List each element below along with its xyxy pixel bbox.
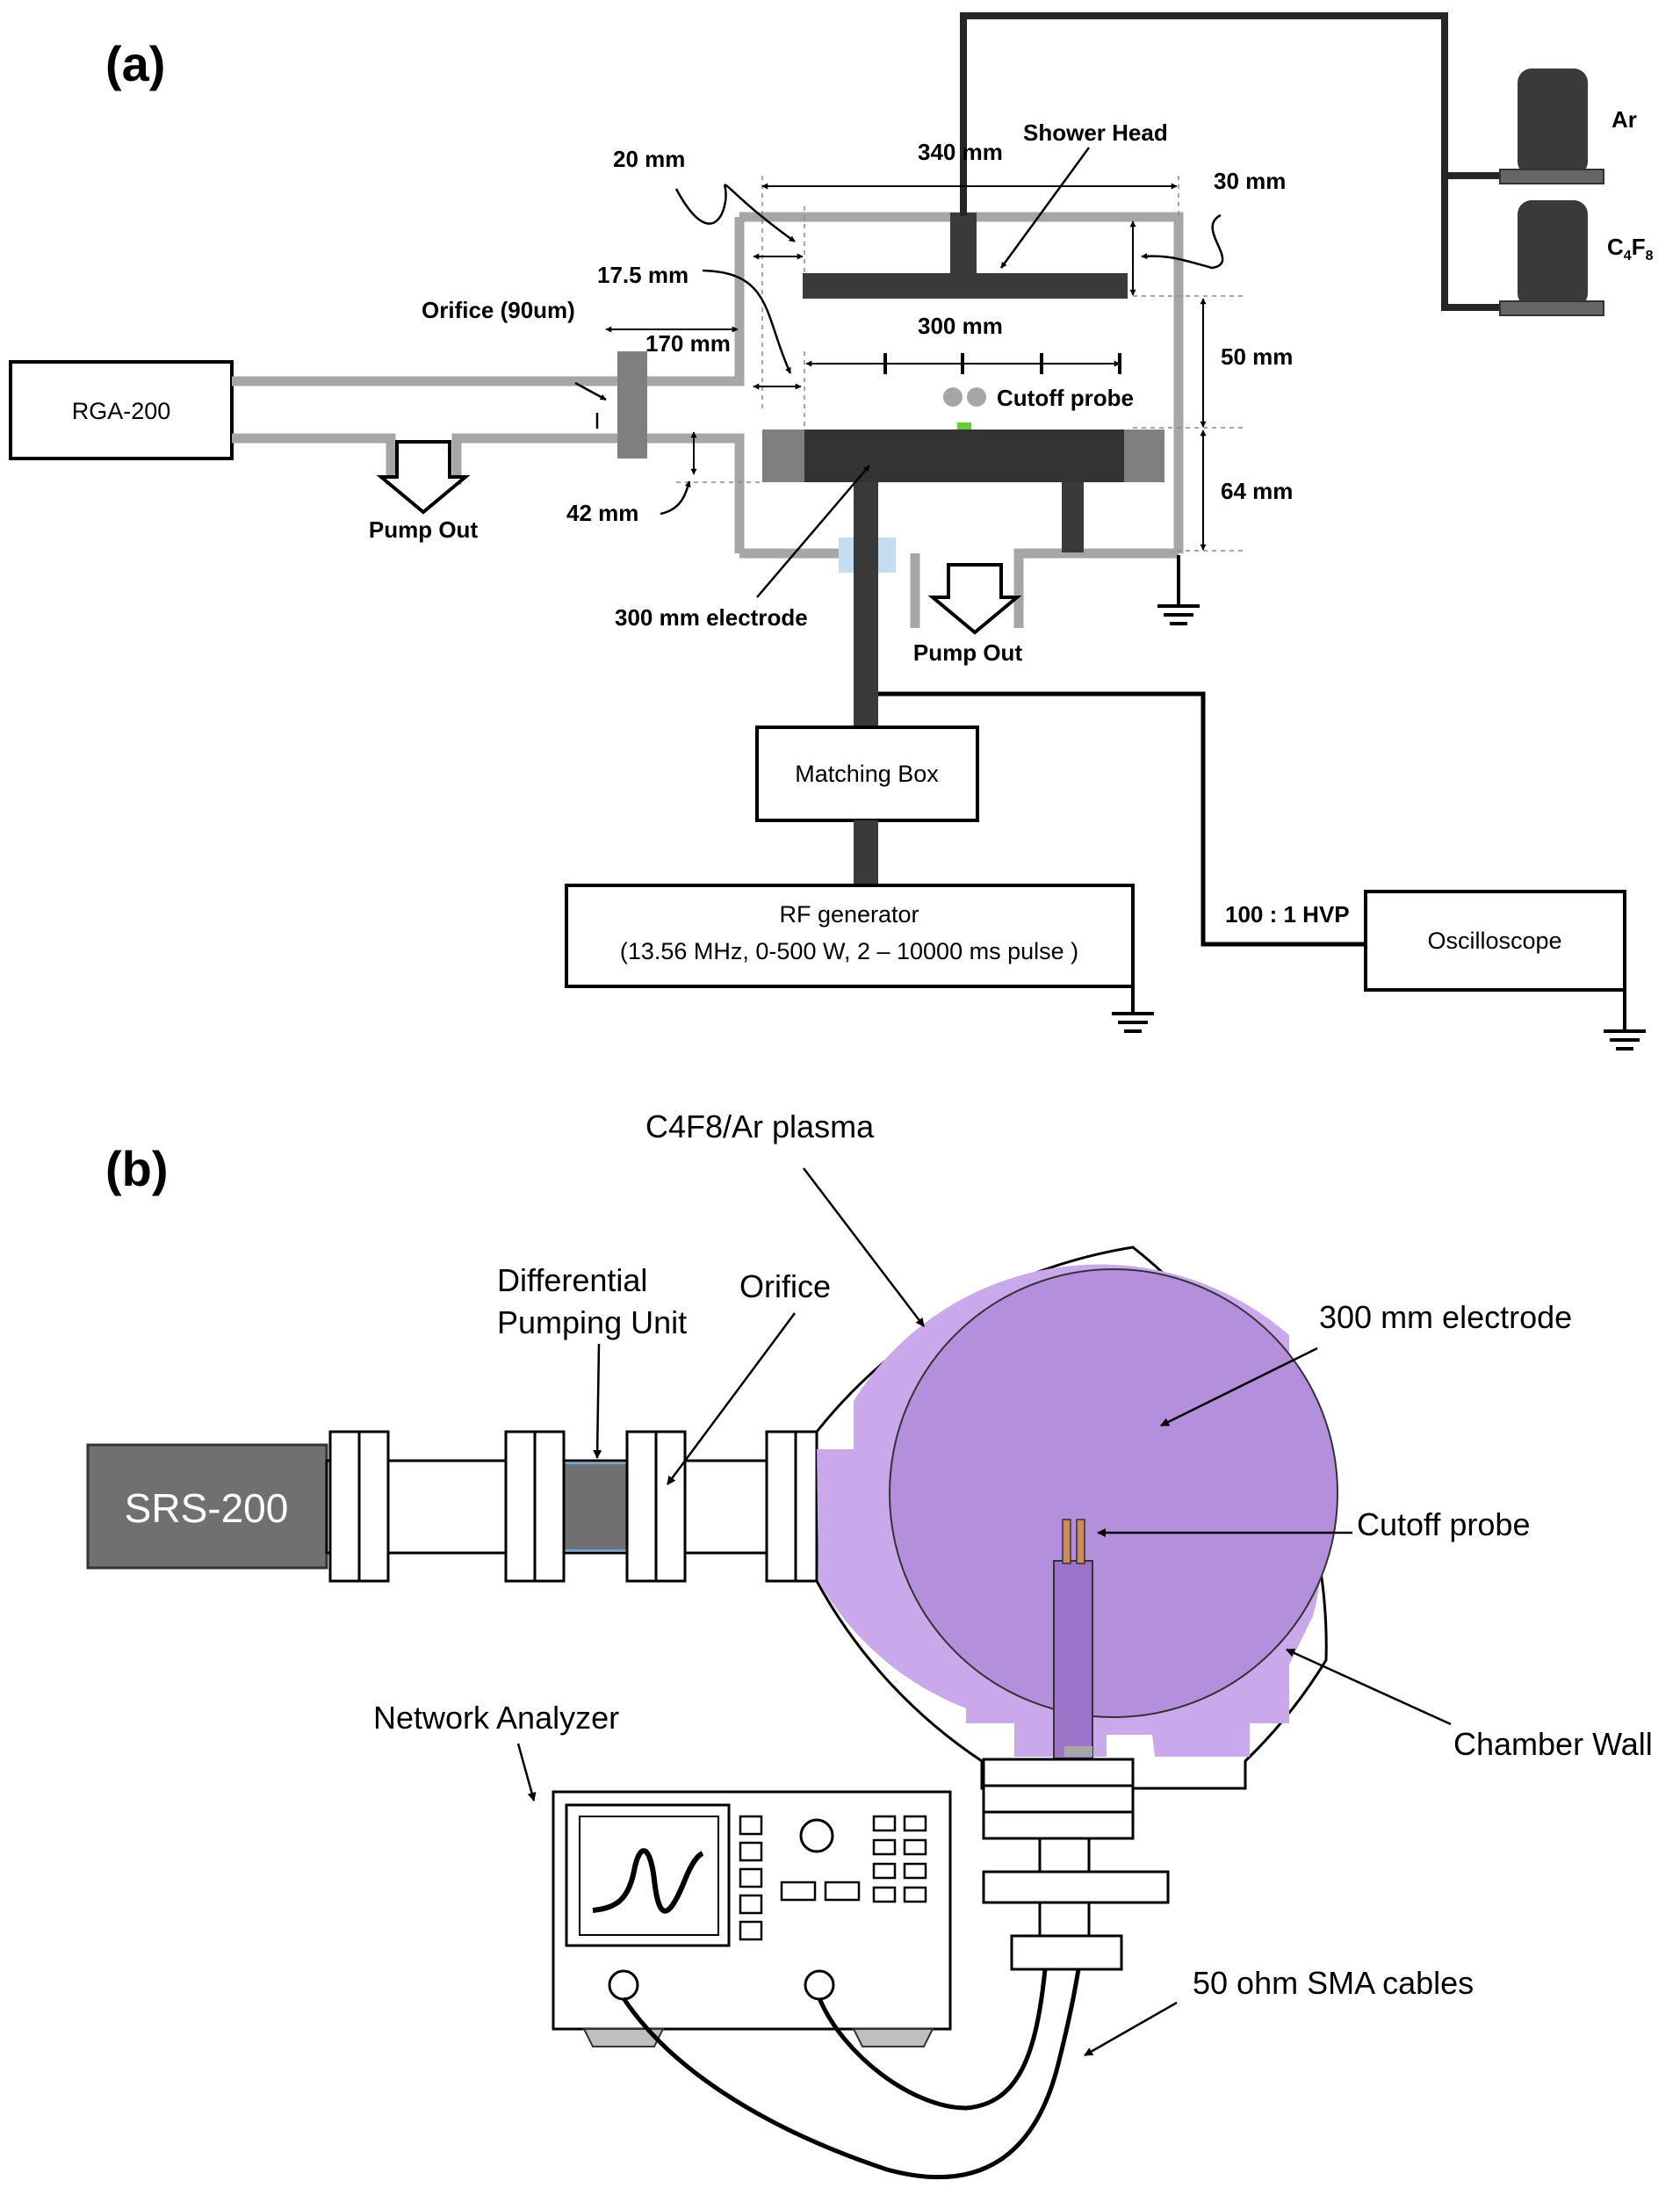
ar-gas-bottle (1499, 69, 1604, 184)
rf-generator-specs-label: (13.56 MHz, 0-500 W, 2 – 10000 ms pulse … (620, 938, 1078, 964)
probe-marker (957, 422, 971, 430)
flange-3-orifice (625, 1430, 687, 1583)
sma-cables (621, 1968, 1081, 2179)
rf-generator-label: RF generator (779, 901, 919, 928)
differential-label-line2: Pumping Unit (497, 1304, 687, 1340)
srs-200-label: SRS-200 (125, 1485, 289, 1531)
probe-base (1064, 1746, 1092, 1757)
rga-200-box: RGA-200 (9, 360, 234, 460)
c4f8-label: C4F8 (1607, 234, 1654, 264)
dim-42mm-label: 42 mm (566, 500, 638, 526)
probe-wire-1 (1062, 1519, 1071, 1564)
panel-b-label: (b) (105, 1141, 169, 1196)
matching-box: Matching Box (755, 726, 979, 822)
sma-cables-label: 50 ohm SMA cables (1193, 1965, 1474, 2001)
panel-b: (b) SRS-200 (86, 1108, 1653, 2179)
chamber-feedthrough-stack (982, 1758, 1170, 1971)
panel-a: (a) RGA-200 Pump Out Orifice (90um) 170 … (9, 12, 1654, 1051)
pump-out-left-label: Pump Out (369, 516, 479, 543)
oscilloscope-label: Oscilloscope (1427, 928, 1561, 954)
flange-4 (765, 1430, 818, 1583)
cutoff-probe-tip-1 (943, 387, 963, 407)
dim-64mm-label: 64 mm (1221, 478, 1293, 504)
c4f8-gas-bottle (1499, 200, 1604, 316)
dim-20mm-label: 20 mm (613, 146, 685, 172)
rga-200-label: RGA-200 (72, 398, 171, 424)
cutoff-probe-label-a: Cutoff probe (997, 385, 1134, 411)
sampling-tube (232, 217, 745, 553)
flange-2 (504, 1430, 566, 1583)
cutoff-probe-shaft-b (1053, 1560, 1093, 1759)
electrode-300mm-label-a: 300 mm electrode (615, 604, 808, 631)
electrode-circle-b (889, 1268, 1338, 1718)
network-analyzer-label: Network Analyzer (373, 1700, 619, 1736)
pump-out-right-label: Pump Out (913, 639, 1023, 666)
rf-ground-icon (1112, 986, 1154, 1033)
dim-30mm-label: 30 mm (1214, 168, 1286, 194)
orifice-90um-label: Orifice (90um) (422, 297, 575, 323)
srs-200-box: SRS-200 (86, 1443, 328, 1570)
dim-300mm-label: 300 mm (918, 313, 1003, 339)
orifice-flange (617, 351, 647, 458)
bottom-electrode (762, 430, 1164, 728)
shower-head (803, 213, 1128, 299)
oscilloscope-ground-icon (1604, 990, 1646, 1051)
dim-50mm-label: 50 mm (1221, 343, 1293, 370)
hvp-label: 100 : 1 HVP (1225, 901, 1350, 928)
rf-generator-box: RF generator (13.56 MHz, 0-500 W, 2 – 10… (565, 884, 1135, 988)
dim-340mm-label: 340 mm (918, 139, 1003, 165)
orifice-label-b: Orifice (739, 1268, 831, 1304)
shower-head-label: Shower Head (1023, 119, 1168, 146)
pump-out-left-arrow-icon (376, 440, 471, 515)
cutoff-probe-label-b: Cutoff probe (1357, 1506, 1530, 1542)
dim-17-5mm-label: 17.5 mm (597, 262, 689, 288)
probe-wire-2 (1076, 1519, 1085, 1564)
matching-box-label: Matching Box (795, 761, 939, 787)
plasma-label: C4F8/Ar plasma (645, 1108, 875, 1144)
electrode-300mm-label-b: 300 mm electrode (1319, 1299, 1572, 1335)
oscilloscope-box: Oscilloscope (1364, 890, 1626, 992)
differential-pumping-unit (561, 1462, 629, 1551)
cutoff-probe-tip-2 (967, 387, 986, 407)
dim-170mm-label: 170 mm (645, 330, 731, 357)
panel-a-label: (a) (105, 36, 165, 91)
ar-label: Ar (1612, 106, 1637, 133)
chamber-wall-label: Chamber Wall (1453, 1726, 1653, 1762)
pump-out-right-arrow-icon (927, 563, 1022, 635)
flange-1 (328, 1430, 390, 1583)
network-analyzer (552, 1790, 952, 2047)
differential-label-line1: Differential (497, 1262, 647, 1298)
chamber-ground-icon (1157, 555, 1200, 625)
